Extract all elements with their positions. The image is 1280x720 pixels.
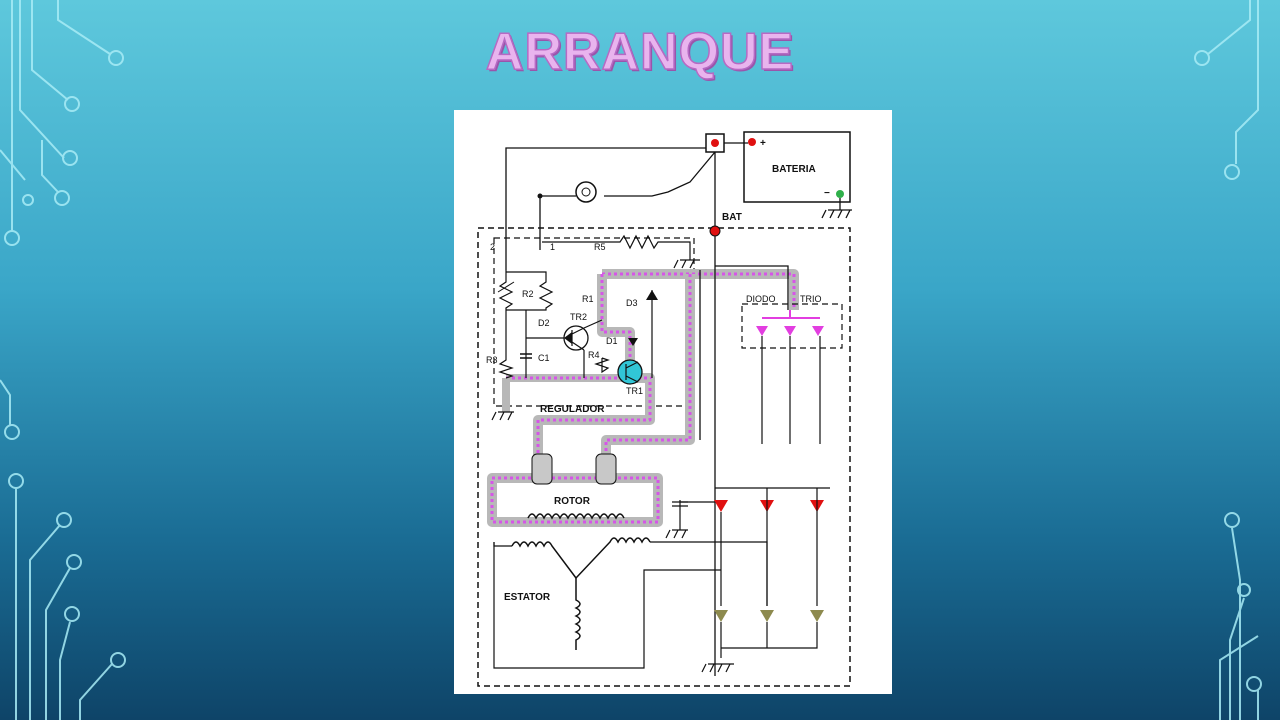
- alternator-circuit-diagram: BATERIA + − BAT 2 1 R5: [454, 110, 892, 694]
- diodo-label: DIODO: [746, 294, 776, 304]
- c1-capacitor: [520, 353, 532, 359]
- trio-diodes: [756, 326, 824, 336]
- charge-lamp: [575, 181, 597, 203]
- estator-label: ESTATOR: [504, 592, 551, 603]
- r3-label: R3: [486, 355, 498, 365]
- rotor-coil: [527, 513, 625, 520]
- r3-resistor: [498, 270, 514, 379]
- battery-plus-terminal: [748, 138, 756, 146]
- battery-minus-terminal: [836, 190, 844, 198]
- d2-diode: [564, 332, 572, 344]
- slide-title: ARRANQUE: [485, 22, 795, 82]
- circuit-schematic: BATERIA + − BAT 2 1 R5: [477, 131, 852, 687]
- alternator-housing: [477, 227, 851, 687]
- r2-resistor: [506, 271, 554, 311]
- r4-label: R4: [588, 350, 600, 360]
- rotor-label: ROTOR: [554, 496, 591, 507]
- stator-coil-right: [575, 537, 651, 579]
- suppression-capacitor: [665, 500, 688, 539]
- battery-plus-sign: +: [760, 138, 766, 149]
- rotor-brush-left: [531, 453, 553, 485]
- r2-label: R2: [522, 289, 534, 299]
- tr2-label: TR2: [570, 312, 587, 322]
- negative-diodes: [714, 610, 824, 622]
- bat-terminal-label: BAT: [722, 212, 742, 223]
- d3-label: D3: [626, 298, 638, 308]
- r5-label: R5: [594, 242, 606, 252]
- d1-label: D1: [606, 336, 618, 346]
- r5-resistor: [542, 234, 691, 260]
- battery-box: [743, 131, 851, 203]
- regulator-label: REGULADOR: [540, 404, 605, 415]
- rotor-brush-right: [595, 453, 617, 485]
- positive-diodes: [714, 500, 824, 512]
- battery-label: BATERIA: [772, 164, 816, 175]
- r4-resistor: [594, 357, 610, 374]
- battery-ground-symbol: [821, 198, 852, 219]
- tr2-transistor: [563, 325, 589, 351]
- d2-label: D2: [538, 318, 550, 328]
- terminal-1-label: 1: [550, 242, 555, 252]
- tr1-label: TR1: [626, 386, 643, 396]
- c1-label: C1: [538, 353, 550, 363]
- d1-diode: [628, 338, 638, 346]
- stator-coil-left: [511, 541, 577, 579]
- battery-minus-sign: −: [824, 188, 830, 199]
- tr1-transistor: [617, 359, 643, 385]
- diode-trio-box: [741, 303, 843, 349]
- r1-label: R1: [582, 294, 594, 304]
- terminal-2-label: 2: [490, 242, 495, 252]
- stator-coil-bottom: [574, 578, 581, 650]
- d3-diode: [646, 290, 658, 300]
- trio-label: TRIO: [800, 294, 822, 304]
